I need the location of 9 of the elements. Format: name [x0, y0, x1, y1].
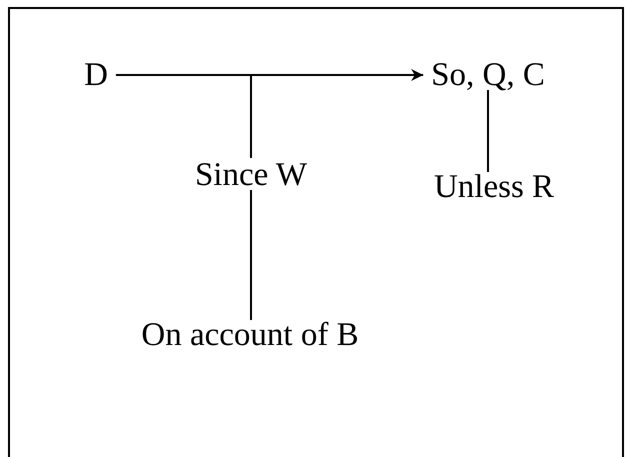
connector-line — [250, 190, 252, 320]
backing-label: On account of B — [141, 316, 359, 355]
claim-label: So, Q, C — [431, 56, 545, 95]
rebuttal-label: Unless R — [434, 168, 554, 207]
arrow — [116, 69, 424, 81]
data-label: D — [84, 56, 108, 95]
warrant-label: Since W — [194, 156, 308, 195]
connector-line — [250, 75, 252, 158]
connector-line — [487, 90, 489, 172]
